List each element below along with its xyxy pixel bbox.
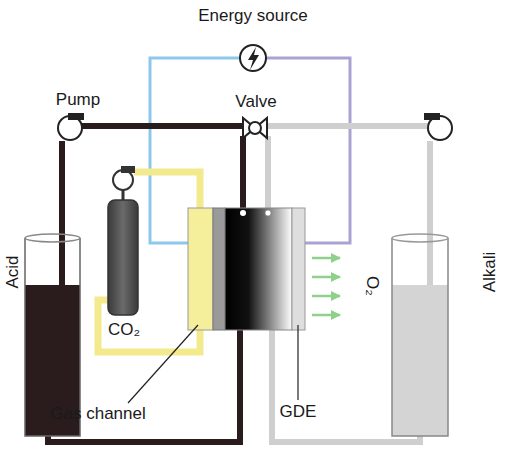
node-text: Acid: [4, 255, 23, 290]
node-text: Alkali: [481, 251, 500, 294]
part-label: Valve: [235, 93, 276, 112]
node-text: Energy source: [197, 7, 309, 26]
valve-symbol: [249, 122, 261, 134]
electrolyzer-cell: [188, 208, 305, 330]
source-label: Energy source: [195, 6, 311, 27]
source-symbol: [240, 45, 266, 71]
part-label: Gas channel: [50, 405, 145, 424]
leader-line: [297, 325, 298, 400]
cylinder-label: CO₂: [105, 320, 143, 341]
acid-pipe: [240, 136, 246, 208]
oxygen-arrows: [312, 258, 340, 315]
part-label: Pump: [56, 91, 100, 110]
alkali-pipe: [264, 123, 432, 129]
acid-pipe: [82, 123, 246, 129]
product-label: O₂: [363, 276, 382, 296]
tank-label: Alkali: [480, 249, 501, 296]
pipe: [122, 190, 125, 200]
pump-nozzle: [424, 113, 440, 120]
tank-label: Acid: [3, 253, 24, 292]
node-text: CO₂: [107, 321, 141, 340]
alkali-tank: [392, 238, 448, 436]
acid-tank: [25, 234, 80, 242]
gas-pipe: [134, 172, 200, 208]
valve-symbol: [243, 118, 267, 138]
pump-nozzle: [68, 113, 84, 120]
part-label: GDE: [280, 403, 317, 422]
alkali-pipe: [265, 136, 271, 208]
alkali-liquid: [392, 285, 448, 436]
gas-cylinder: [108, 200, 138, 315]
alkali-tank: [392, 234, 448, 242]
pump-nozzle: [121, 166, 135, 173]
lightning-symbol: [248, 47, 259, 70]
